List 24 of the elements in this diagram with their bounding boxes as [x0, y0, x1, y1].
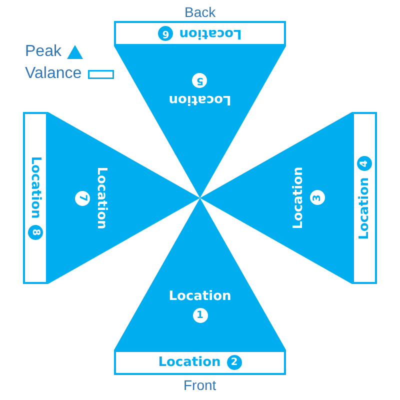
side-label: Front: [184, 377, 216, 393]
peak-triangle: [48, 112, 200, 284]
location-label: Location: [28, 156, 44, 219]
location-label: Location: [291, 166, 307, 230]
location-number: 8: [28, 224, 43, 240]
location-label: Location: [168, 91, 232, 107]
location-label: Location: [93, 166, 109, 230]
location-label: Location: [356, 177, 372, 240]
side-label: Back: [184, 4, 216, 20]
valance-panel: [114, 350, 286, 375]
location-number: 6: [158, 26, 174, 41]
valance-panel: [114, 21, 286, 46]
location-label: Location: [158, 354, 221, 370]
peak-triangle: [114, 198, 286, 350]
peak-triangle: [114, 46, 286, 198]
location-label: Location: [179, 26, 242, 42]
legend-label: Peak: [25, 43, 62, 61]
location-label: Location: [168, 289, 232, 305]
location-number: 4: [357, 156, 372, 172]
legend-label: Valance: [25, 65, 82, 83]
valance-panel: [352, 112, 377, 284]
peak-triangle: [200, 112, 352, 284]
valance-panel: [23, 112, 48, 284]
location-number: 2: [226, 355, 242, 370]
